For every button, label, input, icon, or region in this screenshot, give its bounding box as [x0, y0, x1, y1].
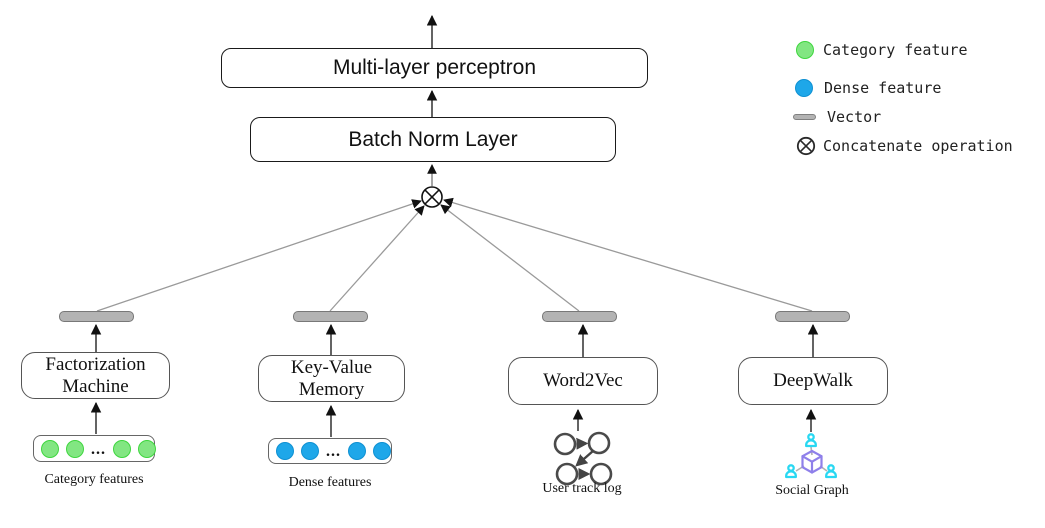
concatenate-node [421, 186, 443, 208]
vector-bar-legend-icon [793, 114, 816, 120]
dense-feature-dot [348, 442, 366, 460]
factorization-machine-box: Factorization Machine [21, 352, 170, 399]
legend-item-vector: Vector [793, 108, 882, 126]
edge-w2v-vector-to-concat [440, 204, 580, 312]
batch-norm-box: Batch Norm Layer [250, 117, 616, 162]
social-graph-label: Social Graph [775, 483, 849, 498]
category-feature-dot [113, 439, 131, 458]
deepwalk-box: DeepWalk [738, 357, 888, 405]
dw-vector-bar [775, 311, 850, 322]
dense-feature-dot [276, 442, 294, 460]
legend-label: Category feature [823, 41, 968, 59]
user-track-log-label: User track log [542, 481, 622, 496]
dense-features-label: Dense features [288, 475, 372, 490]
ellipsis-text: ... [326, 443, 341, 460]
category-feature-dot [66, 439, 84, 458]
legend-item-dense-feature: Dense feature [795, 79, 941, 97]
dense-features-box: ... [268, 438, 392, 464]
category-feature-dot [138, 439, 156, 458]
social-graph-icon [784, 428, 840, 489]
category-features-label: Category features [44, 472, 144, 487]
edge-kv-vector-to-concat [329, 205, 425, 312]
deepwalk-label: DeepWalk [773, 370, 853, 391]
kv-vector-bar [293, 311, 368, 322]
dense-feature-legend-icon [795, 79, 813, 97]
legend-label: Vector [827, 108, 882, 126]
user-track-log-icon [540, 424, 620, 493]
edge-fm-vector-to-concat [96, 199, 422, 312]
category-feature-dot [41, 439, 59, 458]
word2vec-box: Word2Vec [508, 357, 658, 405]
mlp-box: Multi-layer perceptron [221, 48, 648, 88]
w2v-vector-bar [542, 311, 617, 322]
legend-item-category-feature: Category feature [796, 41, 968, 59]
legend-label: Concatenate operation [823, 137, 1013, 155]
factorization-machine-label: Factorization Machine [45, 353, 146, 397]
dense-feature-dot [373, 442, 391, 460]
cube-glyph [801, 449, 823, 474]
key-value-memory-label: Key-Value Memory [290, 356, 373, 400]
dense-feature-dot [301, 442, 319, 460]
batch-norm-label: Batch Norm Layer [348, 127, 518, 151]
mlp-label: Multi-layer perceptron [332, 56, 537, 79]
edge-dw-vector-to-concat [443, 197, 813, 312]
legend-item-concatenate: Concatenate operation [796, 136, 1013, 156]
category-feature-legend-icon [796, 41, 814, 59]
category-features-box: ... [33, 435, 156, 462]
ellipsis-text: ... [91, 440, 106, 458]
fm-vector-bar [59, 311, 134, 322]
person-glyphs [785, 433, 837, 479]
concatenate-legend-icon [796, 136, 816, 156]
key-value-memory-box: Key-Value Memory [258, 355, 405, 402]
word2vec-label: Word2Vec [543, 370, 623, 391]
legend-label: Dense feature [824, 79, 942, 97]
